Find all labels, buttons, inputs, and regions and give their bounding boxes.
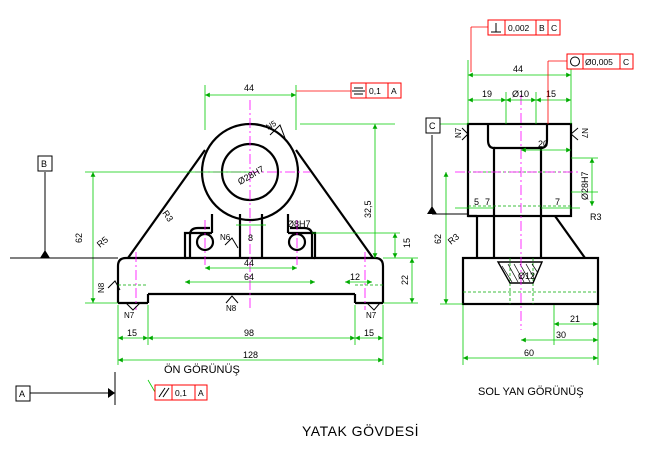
side-dim-19: 19 (482, 89, 492, 99)
circularity-datum: C (623, 57, 629, 67)
side-dimension-lines (440, 60, 599, 365)
dim-height-total: 62 (74, 233, 84, 243)
perpendicular-tolerance-frame: 0,002 B C (470, 19, 561, 72)
side-dim-30: 30 (556, 330, 566, 340)
dim-height-hub: 32,5 (363, 200, 373, 218)
side-view-label: SOL YAN GÖRÜNÜŞ (478, 386, 584, 398)
dim-128: 128 (243, 350, 258, 360)
side-dim-7-right: 7 (555, 197, 560, 207)
perpendicular-value: 0,002 (508, 23, 530, 33)
side-dim-20: 20 (538, 139, 548, 149)
side-dim-5: 5 (474, 197, 479, 207)
datum-a-box: A (15, 385, 31, 402)
side-dim-phi10: Ø10 (512, 89, 529, 99)
dim-height-22: 22 (400, 275, 410, 285)
side-dim-44: 44 (513, 64, 523, 74)
parallel-tolerance-frame: 0,1 A (154, 384, 208, 401)
dim-8: 8 (248, 233, 253, 243)
dim-height-15: 15 (402, 238, 412, 248)
datum-a-label: A (19, 389, 25, 399)
dim-15-left: 15 (127, 328, 137, 338)
perpendicular-datum-b: B (539, 23, 545, 33)
dim-15-right: 15 (364, 328, 374, 338)
front-dimension-lines (85, 85, 418, 393)
symmetry-tolerance-frame: 0,1 A (296, 82, 402, 99)
side-view (427, 60, 600, 365)
side-centerlines (455, 95, 580, 330)
side-dimension-texts: 44 19 Ø10 15 20 Ø28H7 5 7 7 R3 R3 62 Ø12… (433, 64, 602, 358)
surface-n8-left: N8 (97, 282, 106, 293)
surface-n5: N5 (265, 119, 279, 132)
dim-hole-spacing-64: 64 (244, 272, 254, 282)
dim-hole: Ø8H7 (287, 219, 311, 229)
surface-n6: N6 (220, 233, 231, 242)
side-surface-n7-right: N7 (580, 128, 589, 139)
radius-r5: R5 (95, 234, 110, 249)
surface-n7-right: N7 (366, 311, 377, 320)
symmetry-value: 0,1 (369, 86, 381, 96)
parallel-datum: A (198, 388, 204, 398)
surface-n8-bottom: N8 (226, 304, 237, 313)
side-surface-n7-left: N7 (454, 127, 463, 138)
front-view (10, 85, 418, 405)
side-dim-60: 60 (524, 348, 534, 358)
dim-slot-12: 12 (350, 272, 360, 282)
side-dim-21: 21 (570, 314, 580, 324)
side-dim-7-left: 7 (485, 197, 490, 207)
front-view-label: ÖN GÖRÜNÜŞ (164, 364, 240, 376)
datum-c-box: C (425, 117, 441, 134)
dim-98: 98 (244, 328, 254, 338)
datum-b-box: B (37, 155, 53, 172)
datum-c-label: C (429, 121, 436, 131)
side-dim-62: 62 (433, 234, 443, 244)
circularity-value: Ø0,005 (585, 57, 613, 67)
side-dim-phi12: Ø12 (518, 271, 535, 281)
drawing-title: YATAK GÖVDESİ (302, 423, 419, 439)
circularity-tolerance-frame: Ø0,005 C (547, 53, 634, 124)
side-dim-bore: Ø28H7 (580, 171, 590, 200)
perpendicular-datum-c: C (551, 23, 557, 33)
surface-n7-left: N7 (124, 311, 135, 320)
side-radius-r3-right: R3 (590, 212, 602, 222)
side-dim-15: 15 (546, 89, 556, 99)
datum-b-label: B (41, 159, 47, 169)
dim-bore: Ø28H7 (236, 164, 266, 187)
parallel-value: 0,1 (175, 388, 187, 398)
symmetry-datum: A (391, 86, 397, 96)
side-radius-r3-left: R3 (446, 231, 461, 246)
dim-hole-spacing-44: 44 (244, 258, 254, 268)
dim-top-width: 44 (244, 83, 254, 93)
